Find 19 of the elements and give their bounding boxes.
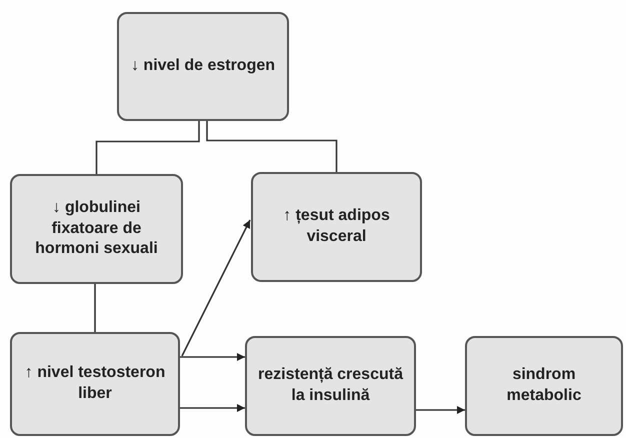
box-text: ↓ nivel de estrogen: [130, 56, 276, 76]
process-box: [251, 172, 422, 282]
connector-line: [96, 121, 200, 174]
box-text: ↑ țesut adipos visceral: [282, 206, 391, 247]
process-box: [245, 336, 416, 436]
box-text: ↑ nivel testosteron liber: [24, 363, 166, 404]
process-box: [465, 336, 623, 436]
process-box: [117, 12, 289, 121]
box-text: rezistență crescută la insulină: [257, 365, 404, 406]
arrow: [180, 353, 245, 361]
arrow: [180, 404, 245, 412]
connector-line: [206, 121, 338, 172]
process-box: [10, 332, 180, 436]
box-text: sindrom metabolic: [506, 365, 582, 406]
arrow: [181, 220, 251, 356]
connector-line: [94, 284, 96, 332]
box-text: ↓ globulinei fixatoare de hormoni sexuali: [34, 198, 159, 260]
process-box: [10, 174, 183, 284]
arrow: [416, 406, 465, 414]
